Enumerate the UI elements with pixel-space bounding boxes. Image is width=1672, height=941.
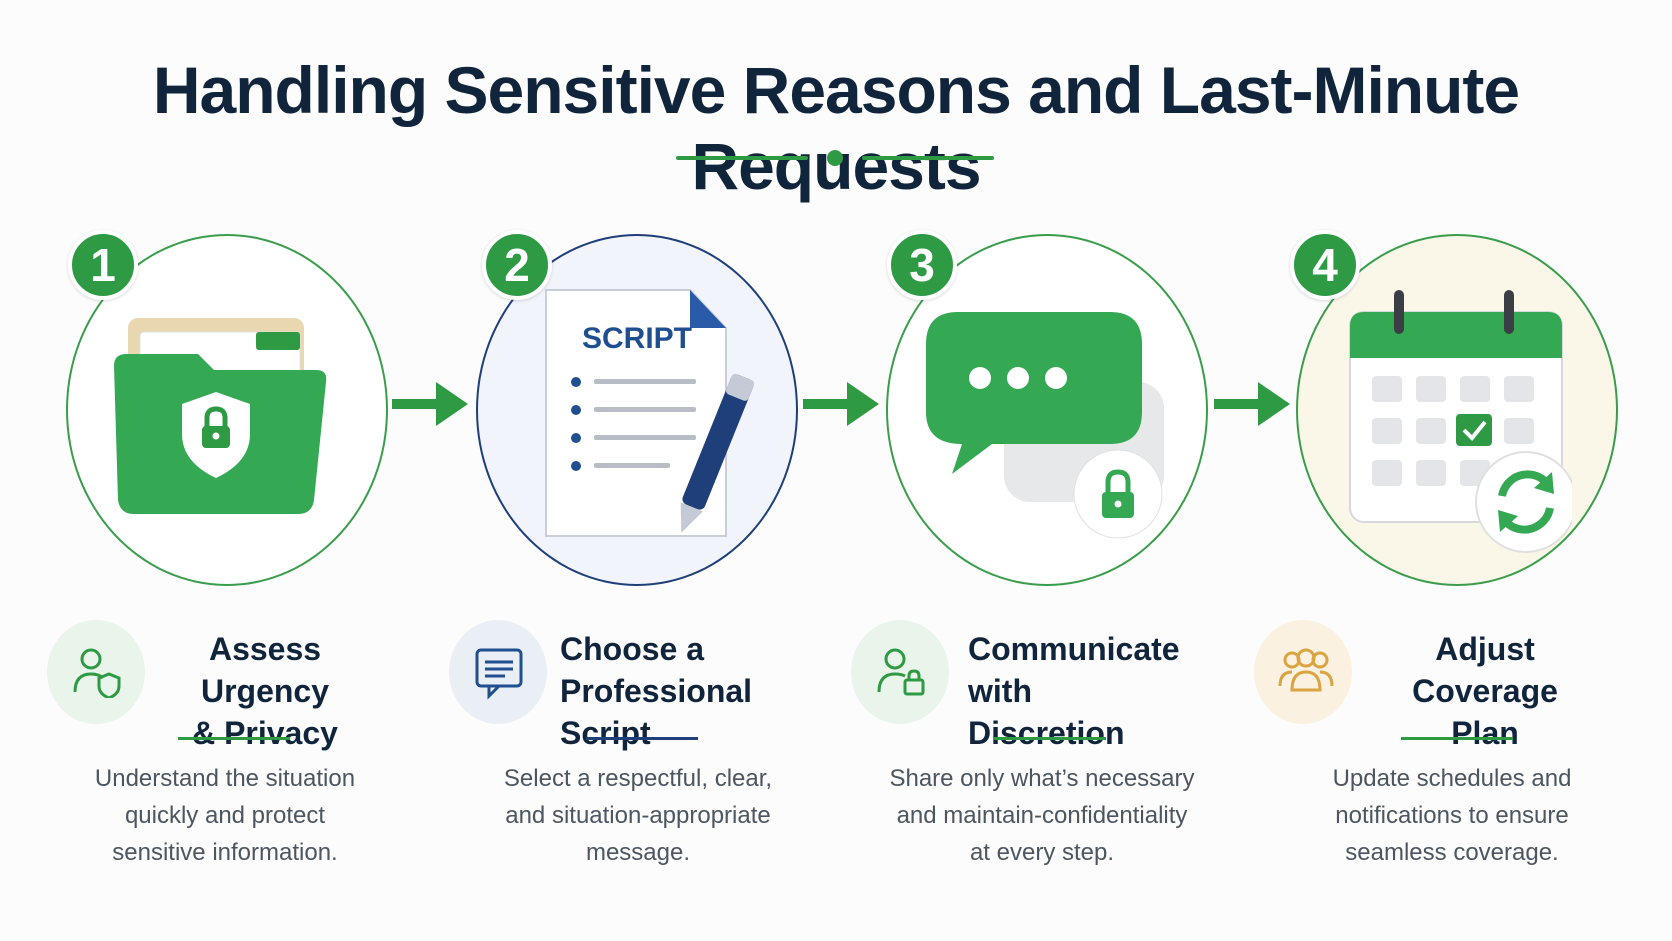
arrow-right-icon xyxy=(392,382,468,426)
step-2-underline xyxy=(586,737,698,740)
script-label: SCRIPT xyxy=(582,322,692,355)
step-1-underline xyxy=(178,737,290,740)
step-1-badge: 1 xyxy=(68,230,138,300)
step-3-underline xyxy=(994,737,1106,740)
team-group-icon xyxy=(1254,620,1352,724)
step-2-description: Select a respectful, clear,and situation… xyxy=(503,765,773,866)
step-1-heading: Assess Urgency& Privacy xyxy=(192,631,338,751)
calendar-refresh-icon xyxy=(1349,290,1572,553)
person-lock-icon xyxy=(851,620,949,724)
arrow-right-icon xyxy=(1214,382,1290,426)
page-title: Handling Sensitive Reasons and Last-Minu… xyxy=(152,53,1520,203)
title-divider xyxy=(676,150,996,166)
step-4-badge: 4 xyxy=(1290,230,1360,300)
chat-bubbles-lock-icon xyxy=(926,312,1164,539)
arrow-right-icon xyxy=(803,382,879,426)
step-3-badge: 3 xyxy=(887,230,957,300)
chat-message-icon xyxy=(449,620,547,724)
person-shield-icon xyxy=(47,620,145,724)
script-document-icon: SCRIPT xyxy=(545,289,755,537)
folder-lock-icon xyxy=(114,318,327,514)
step-4-underline xyxy=(1401,737,1513,740)
step-2-badge: 2 xyxy=(482,230,552,300)
